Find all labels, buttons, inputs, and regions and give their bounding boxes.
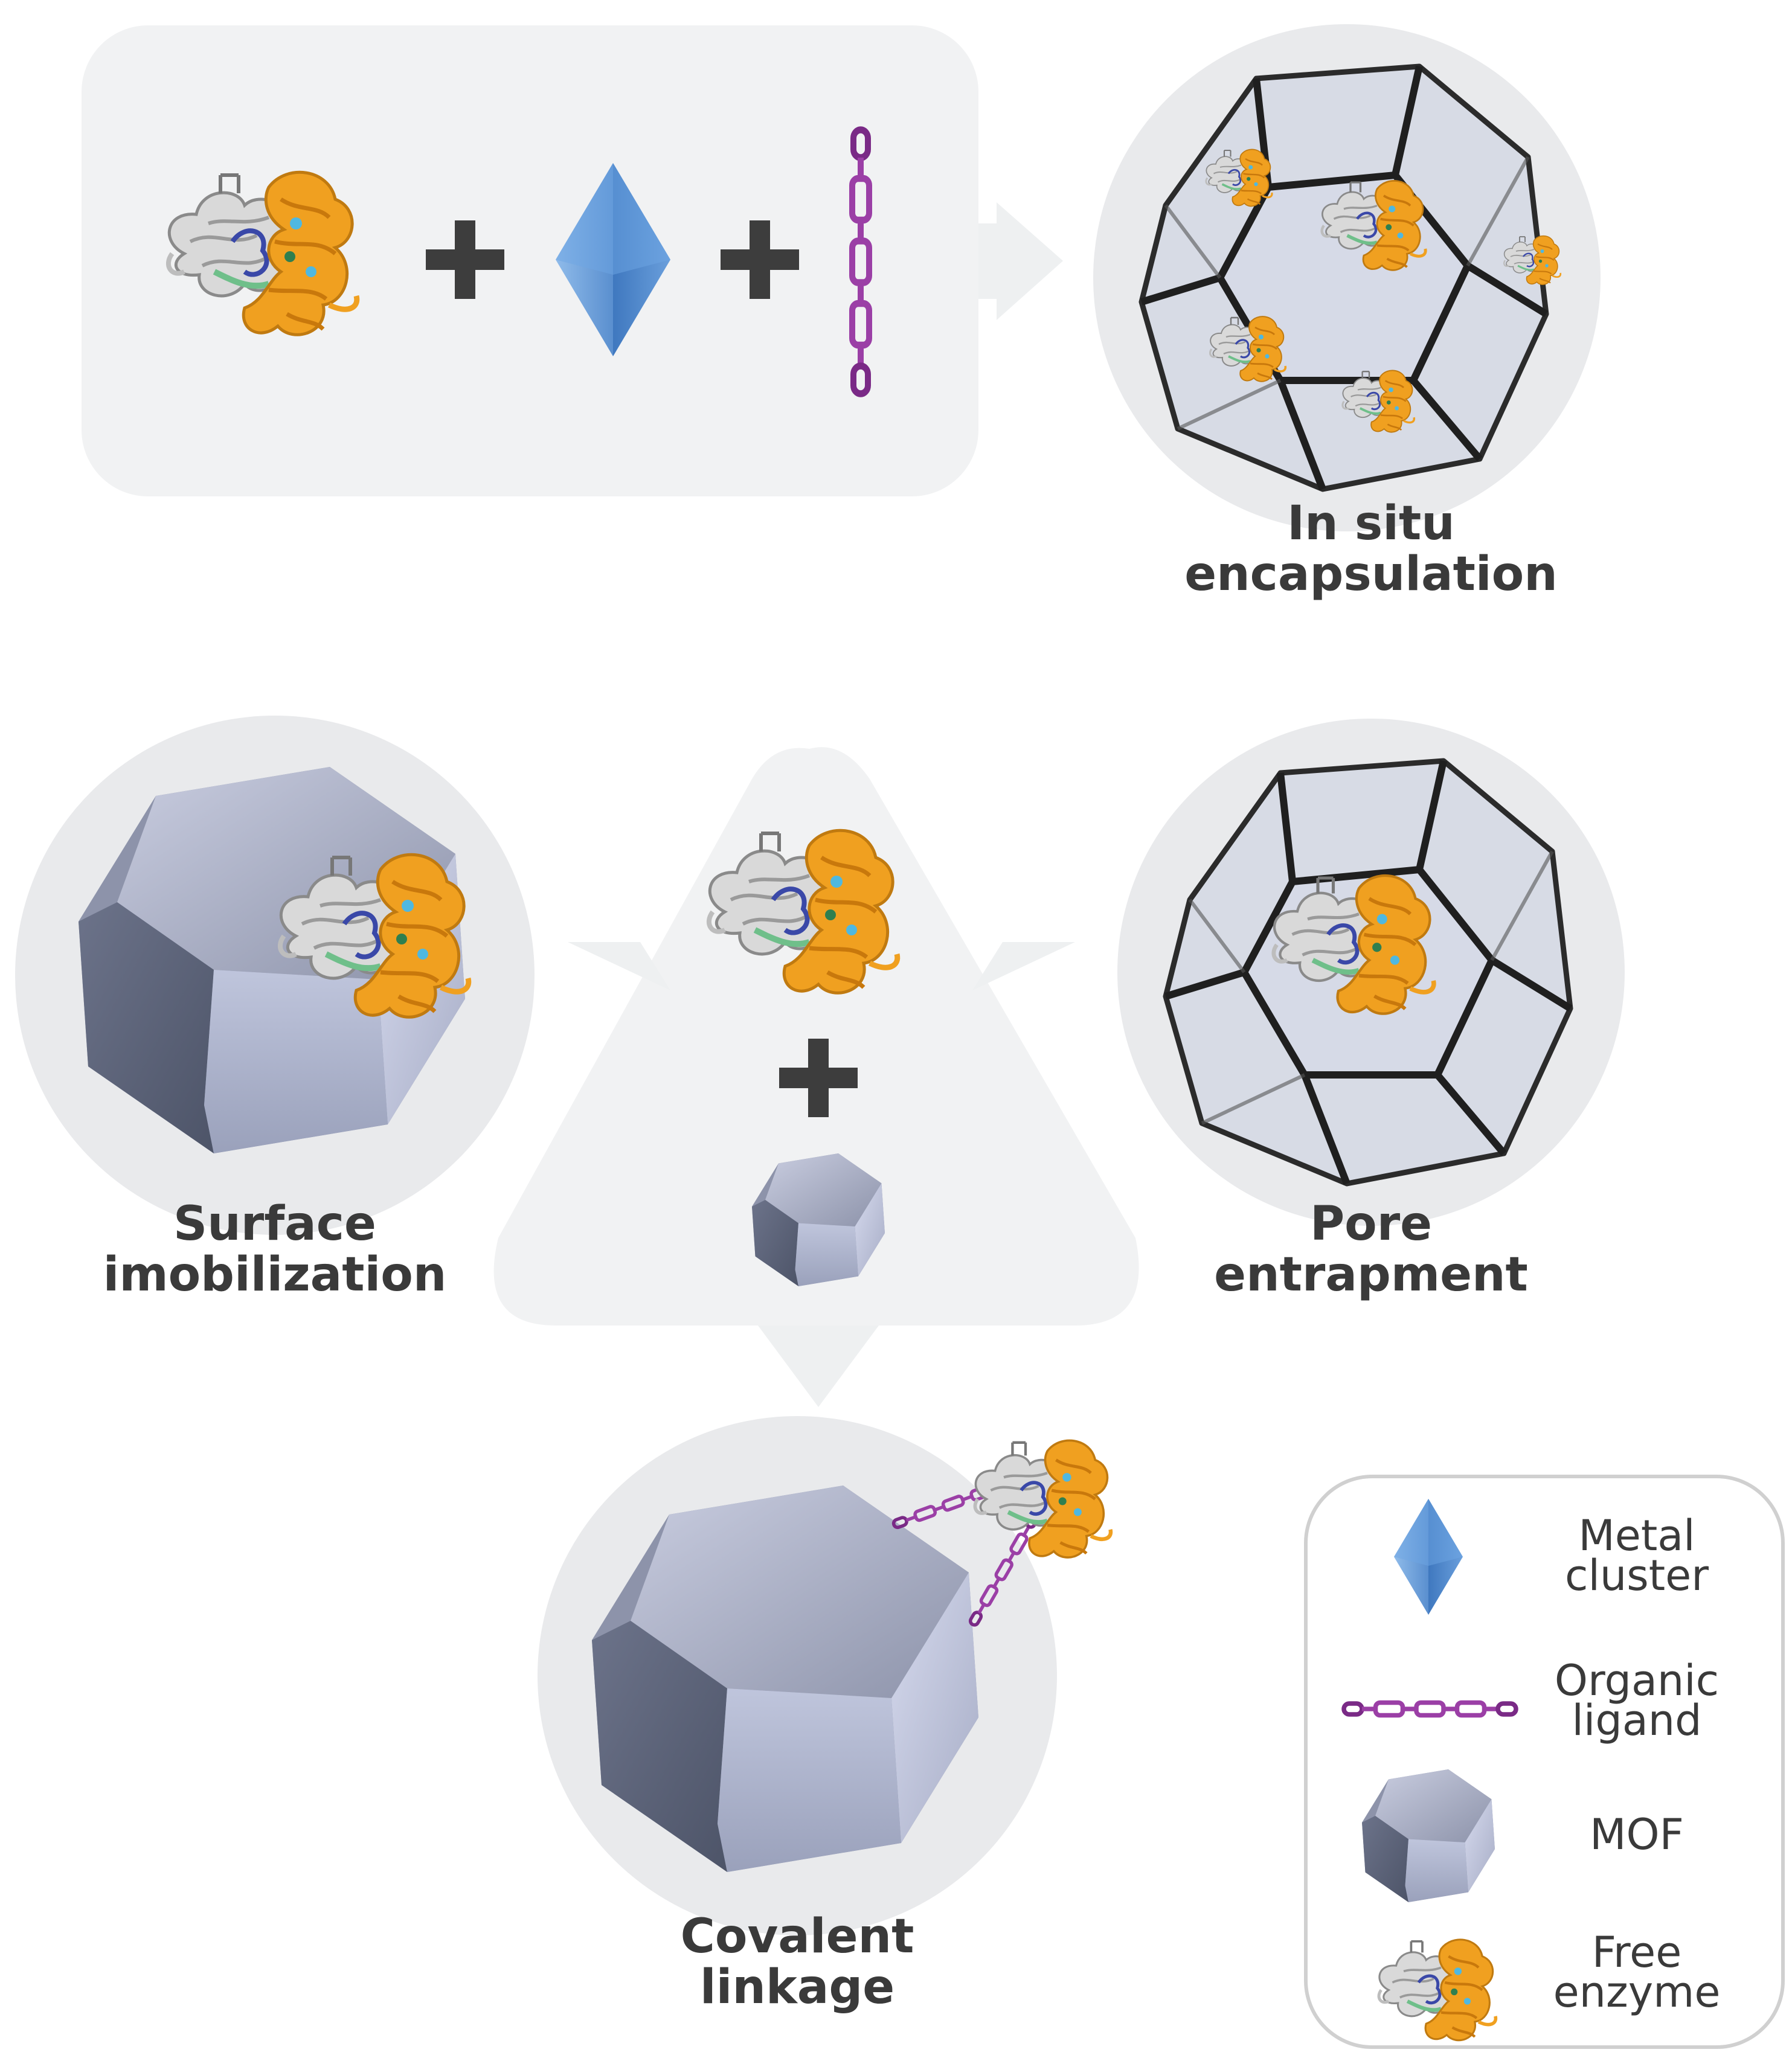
legend-enzyme-line1: Free (1591, 1928, 1682, 1977)
covalent-label-line1: Covalent (680, 1909, 914, 1964)
legend-organic-ligand-label: Organic ligand (1510, 1656, 1764, 1745)
legend-mof-line1: MOF (1590, 1810, 1684, 1859)
covalent-label-line2: linkage (699, 1960, 895, 2015)
reagents-panel (82, 25, 978, 496)
surface-label-line1: Surface (173, 1197, 376, 1251)
legend-ligand-line1: Organic (1554, 1656, 1720, 1705)
pore-label-line2: entrapment (1214, 1248, 1528, 1302)
legend-enzyme-line2: enzyme (1553, 1967, 1721, 2017)
arrow-right-middle (972, 942, 1075, 990)
arrow-right-top (978, 202, 1063, 320)
arrow-down-middle (758, 1326, 879, 1407)
legend-ligand-line2: ligand (1572, 1696, 1702, 1745)
legend-metal-line2: cluster (1564, 1551, 1709, 1600)
covalent-label: Covalent linkage (544, 1911, 1051, 2013)
in-situ-label-line2: encapsulation (1184, 547, 1558, 601)
legend-mof-label: MOF (1510, 1810, 1764, 1859)
in-situ-label: In situ encapsulation (1105, 498, 1637, 600)
surface-label-line2: imobilization (103, 1248, 447, 1302)
in-situ-encapsulation-cage (1093, 24, 1601, 531)
in-situ-label-line1: In situ (1287, 496, 1455, 551)
surface-label: Surface imobilization (24, 1199, 525, 1300)
legend-metal-line1: Metal (1578, 1511, 1695, 1560)
legend-metal-cluster-label: Metal cluster (1510, 1511, 1764, 1600)
central-triangle-panel (493, 747, 1139, 1326)
pore-label-line1: Pore (1309, 1197, 1433, 1251)
legend-free-enzyme-label: Free enzyme (1510, 1928, 1764, 2017)
arrow-left-middle (568, 942, 670, 990)
legend-box (1304, 1475, 1785, 2049)
pore-label: Pore entrapment (1117, 1199, 1625, 1300)
